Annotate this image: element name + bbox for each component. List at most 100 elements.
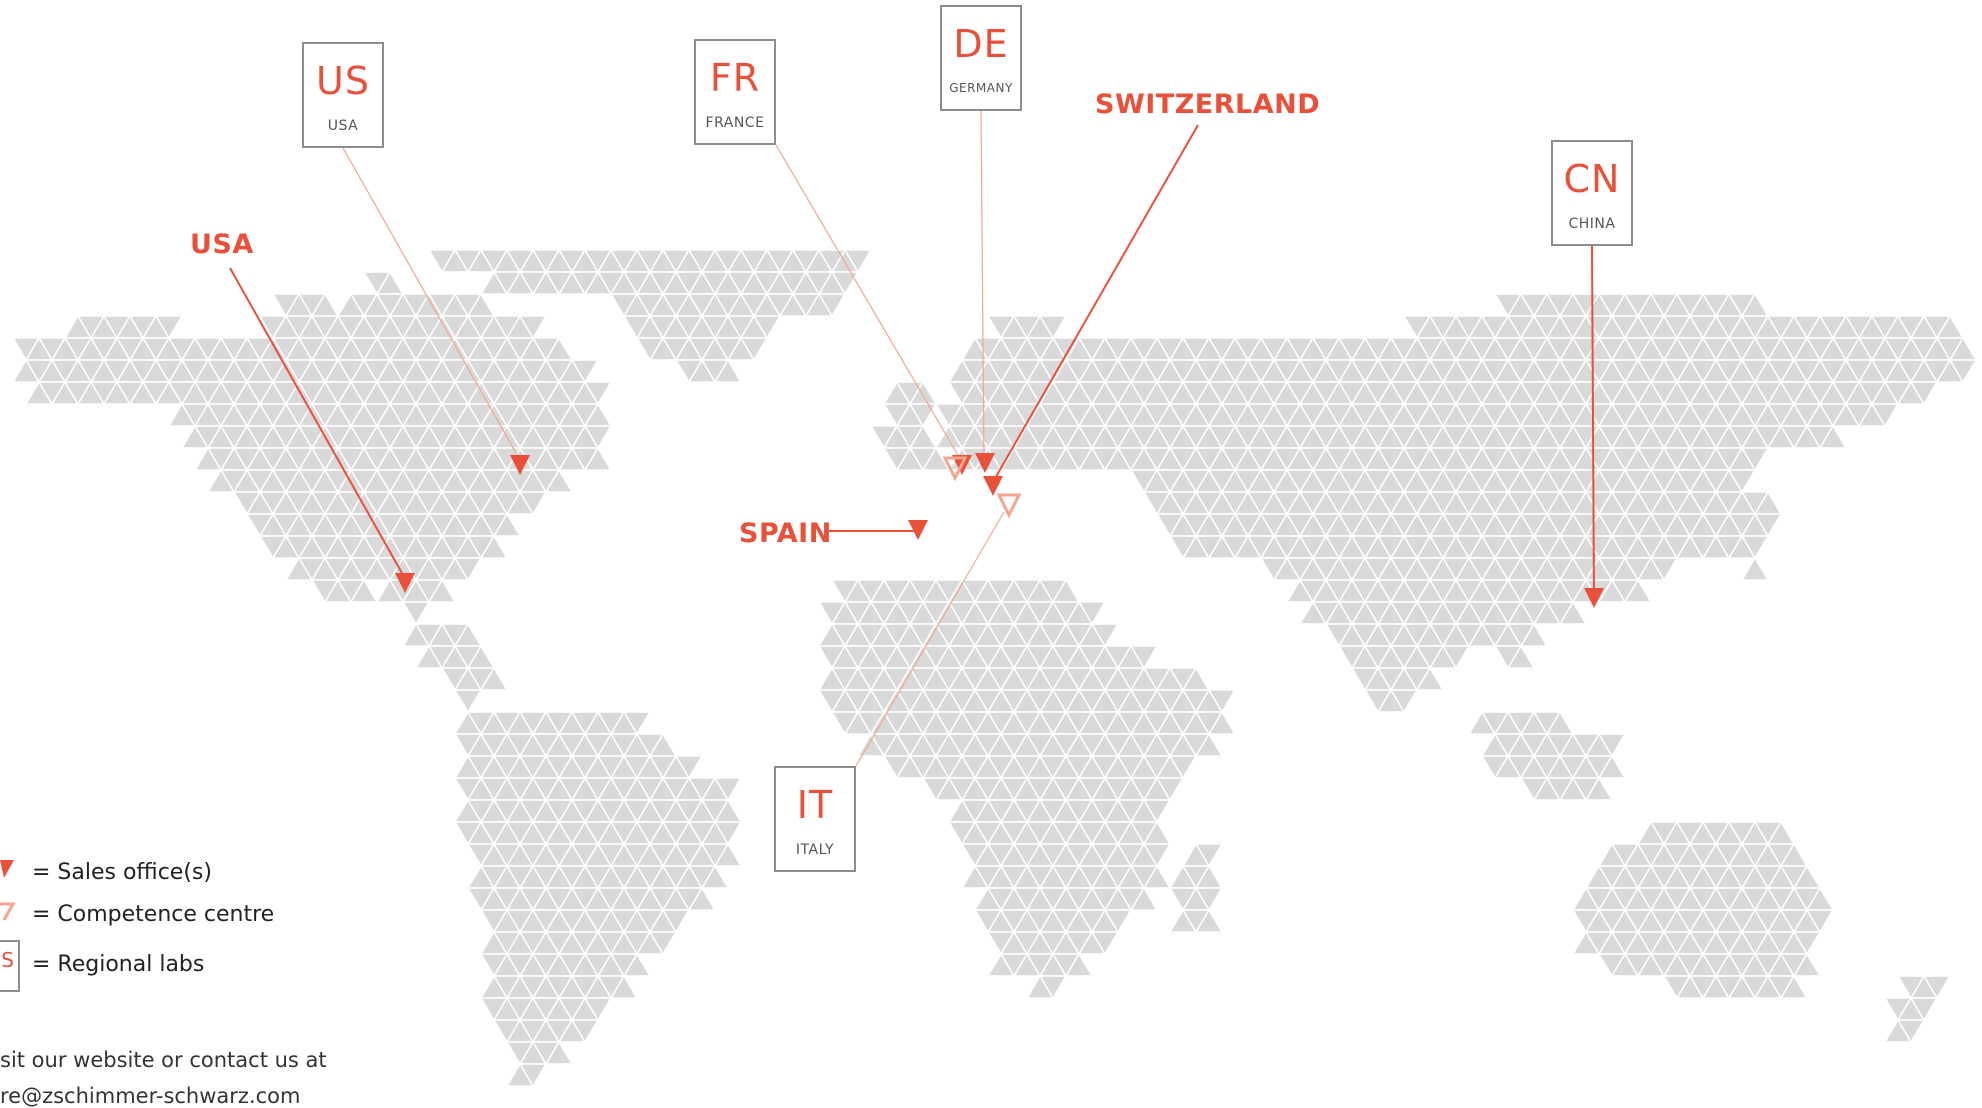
land-cell [817, 293, 847, 318]
land-cell [1168, 755, 1198, 780]
land-cell [1142, 843, 1172, 868]
land-cell [843, 249, 873, 274]
land-cell [713, 358, 743, 383]
sales-label-spain: SPAIN [739, 518, 832, 549]
land-cell [713, 821, 743, 846]
land-cell [1142, 799, 1172, 824]
land-cell [674, 755, 704, 780]
sales-office-icon [0, 860, 14, 878]
legend-regional-labs: = Regional labs [32, 952, 205, 977]
land-cell [1740, 447, 1770, 472]
land-cell [1597, 733, 1627, 758]
lab-code: CN [1563, 157, 1621, 201]
lab-code: US [316, 59, 370, 103]
regional-lab-it: IT ITALY [774, 766, 856, 872]
land-cell [518, 315, 548, 340]
regional-lab-us: US USA [302, 42, 384, 148]
lab-name: CHINA [1568, 216, 1616, 232]
land-cell [1441, 645, 1471, 670]
sales-office-marker-germany [975, 453, 995, 473]
competence-centre-marker-italy [996, 493, 1022, 519]
land-cell [661, 909, 691, 934]
land-cell [1519, 622, 1549, 647]
sales-office-marker-usa-east [510, 455, 530, 475]
legend-box-letter: S [1, 948, 14, 972]
competence-centre-icon [0, 902, 16, 921]
land-cell [1389, 689, 1419, 714]
land-cell [1155, 777, 1185, 802]
land-cell [752, 315, 782, 340]
leader-us-lab [342, 147, 521, 461]
land-cell [349, 578, 379, 603]
lab-name: USA [327, 118, 359, 134]
lab-name: ITALY [795, 842, 835, 858]
sales-office-marker-spain [908, 520, 928, 540]
lab-name: FRANCE [705, 115, 765, 131]
land-cell [453, 689, 483, 714]
land-cell [1506, 644, 1536, 669]
land-cell [1779, 974, 1809, 999]
land-cell [583, 997, 613, 1022]
leader-fr-lab [775, 144, 963, 463]
land-cell [622, 711, 652, 736]
land-cell [739, 337, 769, 362]
land-cell [713, 842, 743, 867]
land-cell [1805, 909, 1835, 934]
land-cell [1948, 359, 1978, 384]
land-cell [687, 886, 717, 911]
sales-label-usa: USA [190, 229, 254, 260]
land-cell [1792, 931, 1822, 956]
legend-sales-office: = Sales office(s) [32, 860, 212, 885]
land-cell [583, 381, 613, 406]
leader-usa-sales [229, 267, 404, 576]
land-cell [1792, 952, 1822, 977]
leader-it-lab [855, 511, 1005, 767]
land-cell [713, 777, 743, 802]
land-cell [1740, 535, 1770, 560]
land-cell [401, 601, 431, 626]
land-cell [570, 1019, 600, 1044]
land-cell [453, 557, 483, 582]
land-cell [1909, 381, 1939, 406]
land-cell [1194, 732, 1224, 757]
regional-lab-legend-icon: S [0, 940, 20, 992]
land-cell [518, 1063, 548, 1088]
land-cell [544, 468, 574, 493]
land-cell [1129, 886, 1159, 911]
land-cell [1142, 864, 1172, 889]
land-cell [583, 425, 613, 450]
land-cell [1597, 754, 1627, 779]
land-cell [479, 666, 509, 691]
lab-code: IT [796, 783, 834, 827]
leader-switzerland [992, 124, 1199, 483]
land-cell [1090, 931, 1120, 956]
land-cell [1558, 600, 1588, 625]
sales-label-switzerland: SWITZERLAND [1095, 89, 1321, 120]
land-cell [1038, 975, 1068, 1000]
land-cell [518, 491, 548, 516]
land-cell [154, 315, 184, 340]
regional-lab-cn: CN CHINA [1551, 140, 1633, 246]
location-markers [395, 453, 1604, 608]
land-cell [544, 1040, 574, 1065]
land-cell [1038, 315, 1068, 340]
land-cell [570, 359, 600, 384]
land-cell [1064, 952, 1094, 977]
leader-cn-lab [1591, 245, 1595, 601]
sales-office-marker-china [1584, 588, 1604, 608]
leader-lines [229, 110, 1595, 767]
sales-office-marker-switzerland [983, 476, 1003, 496]
land-cell [1896, 1019, 1926, 1044]
land-cell [1753, 513, 1783, 538]
land-cell [830, 271, 860, 296]
land-cell [479, 534, 509, 559]
land-cell [1623, 578, 1653, 603]
contact-email-link[interactable]: re@zschimmer-schwarz.com [0, 1084, 301, 1108]
land-cell [1870, 403, 1900, 428]
regional-lab-fr: FR FRANCE [694, 39, 776, 145]
land-cell [583, 446, 613, 471]
land-cell [622, 952, 652, 977]
land-cell [1090, 623, 1120, 648]
land-cell [1207, 689, 1237, 714]
land-cell [1077, 601, 1107, 626]
